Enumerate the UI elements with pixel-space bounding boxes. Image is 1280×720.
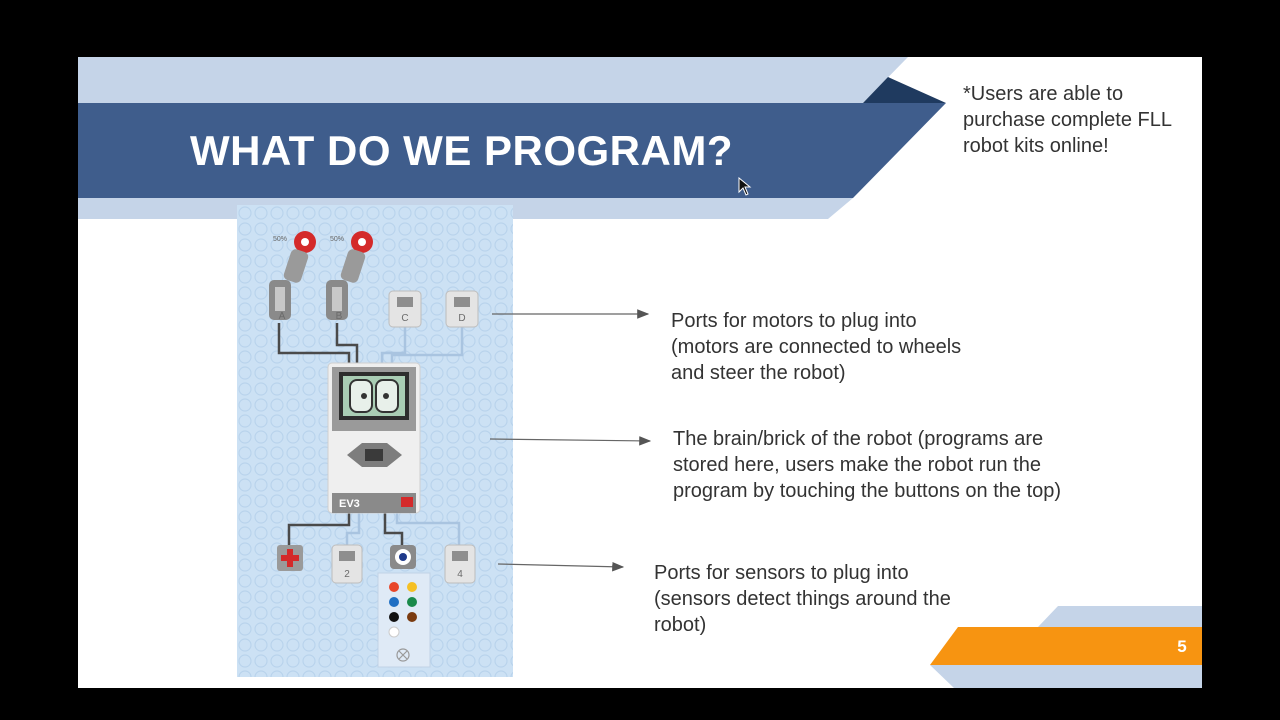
wire-port-4 [395, 513, 461, 545]
port-2: 2 [331, 544, 363, 584]
port-4: 4 [444, 544, 476, 584]
mouse-cursor-icon [738, 177, 752, 196]
wire-port-b [335, 323, 359, 370]
footer-orange [930, 627, 1202, 665]
color-swatch-black [389, 612, 399, 622]
color-swatch-brown [407, 612, 417, 622]
brick-center-button [365, 449, 383, 461]
port-b-label: B [336, 311, 343, 322]
port-d: D [445, 290, 479, 328]
callout-brick: The brain/brick of the robot (programs a… [673, 428, 1062, 502]
motor-a-speed: 50% [273, 236, 287, 243]
banner-navy-tip [863, 77, 946, 103]
wire-port-a [277, 323, 351, 370]
port-2-label: 2 [344, 569, 350, 580]
port-d-label: D [458, 313, 465, 324]
color-swatch-white [388, 626, 400, 638]
wire-port-3 [383, 513, 404, 545]
motor-b: 50% B [326, 231, 373, 322]
ev3-diagram: 50% A 50% B C [237, 205, 513, 677]
port-c: C [388, 290, 422, 328]
brick-label: EV3 [339, 498, 360, 510]
no-color-icon [396, 648, 410, 662]
wire-port-1 [287, 513, 351, 545]
arrow-sensors [497, 561, 625, 572]
wire-port-2 [345, 513, 361, 545]
slide: WHAT DO WE PROGRAM? *Users are able to p… [78, 57, 1202, 688]
port-1-touch-sensor: 1 [277, 545, 303, 571]
page-number: 5 [1177, 637, 1187, 656]
kit-note: *Users are able to purchase complete FLL… [963, 83, 1172, 157]
port-3-color-sensor: 3 [377, 545, 431, 668]
ev3-brick: EV3 [327, 362, 421, 514]
color-swatch-green [407, 597, 417, 607]
color-swatch-yellow [407, 582, 417, 592]
port-c-label: C [401, 313, 408, 324]
port-a-label: A [279, 311, 286, 322]
footer-light-top [1038, 606, 1202, 627]
motor-a: 50% A [269, 231, 316, 322]
motor-b-speed: 50% [330, 236, 344, 243]
banner-light-top [78, 57, 908, 103]
port-4-label: 4 [457, 569, 463, 580]
slide-decoration [78, 57, 1202, 688]
callout-motors: Ports for motors to plug into (motors ar… [671, 310, 962, 384]
color-palette [377, 572, 431, 668]
color-swatch-blue [389, 597, 399, 607]
footer-light-bottom [930, 665, 1202, 688]
banner-dark [78, 103, 946, 198]
ev3-diagram-svg: 50% A 50% B C [237, 205, 513, 677]
color-swatch-red [389, 582, 399, 592]
callout-arrows [489, 309, 652, 572]
callout-sensors: Ports for sensors to plug into (sensors … [654, 562, 951, 636]
lego-logo [401, 497, 413, 507]
slide-title: WHAT DO WE PROGRAM? [190, 127, 733, 174]
arrow-brick [489, 436, 652, 446]
wire-port-c [380, 323, 407, 370]
